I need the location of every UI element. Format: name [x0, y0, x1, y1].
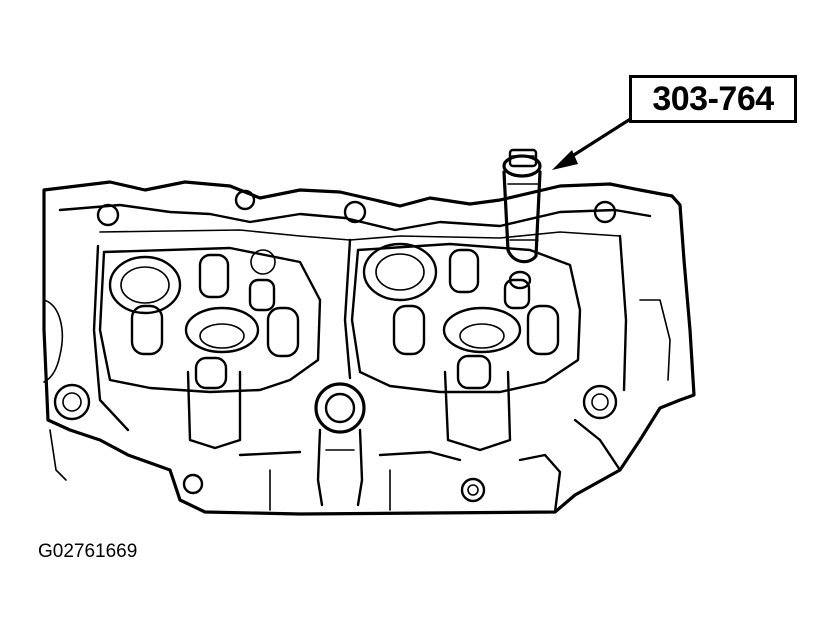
center-plug-boss [314, 382, 366, 507]
rail-bolt-holes [53, 189, 618, 421]
lower-casting-details [126, 418, 622, 514]
tool-callout-label: 303-764 [629, 75, 797, 123]
special-tool-303-764 [502, 148, 542, 290]
left-chamber [98, 246, 322, 450]
callout-leader-arrow [552, 116, 634, 170]
figure-id-label: G02761669 [38, 541, 138, 562]
cylinder-head-casting [42, 180, 696, 516]
right-chamber [350, 242, 582, 452]
